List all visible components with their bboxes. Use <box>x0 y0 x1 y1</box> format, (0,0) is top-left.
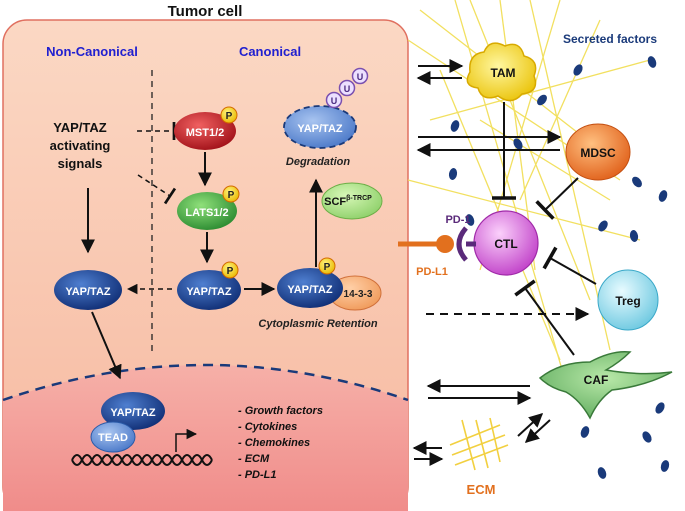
yap-retained-label: YAP/TAZ <box>287 284 333 296</box>
treg-label: Treg <box>615 294 640 308</box>
yap-retained-phospho-label: P <box>324 262 331 273</box>
scf-label: SCFβ-TRCP <box>324 195 372 208</box>
yap-left-node <box>54 270 122 310</box>
lats-label: LATS1/2 <box>185 207 228 219</box>
caf-to-ecm-edge <box>524 419 551 443</box>
mdsc-inhibit-ctl-edge <box>535 177 579 220</box>
mst-phospho-label: P <box>226 111 233 122</box>
cytoplasmic-retention-label: Cytoplasmic Retention <box>258 318 377 330</box>
mdsc-label: MDSC <box>580 146 616 160</box>
scf-base: SCF <box>324 196 346 208</box>
yap-center-phospho-badge <box>221 261 239 279</box>
caf-label: CAF <box>584 373 609 387</box>
yap-nucleus-label: YAP/TAZ <box>110 407 156 419</box>
ecm-to-caf-edge <box>517 413 544 437</box>
yap-degraded-label: YAP/TAZ <box>297 123 343 135</box>
ubiquitin-label-1: U <box>331 96 338 106</box>
dna-helix <box>71 454 213 466</box>
mst-phospho-badge <box>220 106 238 124</box>
pdl1-receptor-head <box>436 235 454 253</box>
pd1-receptor <box>456 226 468 262</box>
mst-node <box>174 112 236 150</box>
output-chemokines: - Chemokines <box>238 437 310 449</box>
yap-degraded-node <box>283 105 357 149</box>
ctl-label: CTL <box>494 237 517 251</box>
signals-line-1: YAP/TAZ <box>53 120 107 135</box>
yap-center-label: YAP/TAZ <box>186 286 232 298</box>
caf-inhibit-ctl-edge <box>514 279 575 356</box>
signals-line-3: signals <box>58 156 103 171</box>
pd1-label: PD-1 <box>445 214 470 226</box>
tam-label: TAM <box>490 66 515 80</box>
protein-1433-label: 14-3-3 <box>344 289 373 300</box>
mst-label: MST1/2 <box>186 127 225 139</box>
tead-label: TEAD <box>98 432 128 444</box>
section-label-canonical: Canonical <box>239 44 301 59</box>
yap-retained-phospho-badge <box>318 257 336 275</box>
output-growth-factors: - Growth factors <box>238 405 323 417</box>
ubiquitin-badge-1 <box>325 91 343 109</box>
output-cytokines: - Cytokines <box>238 421 297 433</box>
ecm-mesh <box>449 417 509 471</box>
lats-phospho-label: P <box>228 190 235 201</box>
secreted-factors-label: Secreted factors <box>563 32 657 46</box>
lats-node <box>177 192 237 230</box>
lats-phospho-badge <box>222 185 240 203</box>
yap-left-label: YAP/TAZ <box>65 286 111 298</box>
ubiquitin-label-3: U <box>357 72 364 82</box>
ubiquitin-label-2: U <box>344 84 351 94</box>
yap-center-node <box>177 270 241 310</box>
output-pd-l1: - PD-L1 <box>238 469 277 481</box>
scf-node <box>321 182 383 220</box>
yap-nucleus-node <box>101 392 165 430</box>
pdl1-label: PD-L1 <box>416 266 448 278</box>
mdsc-cell <box>565 123 631 181</box>
treg-cell <box>597 269 659 331</box>
nucleus-region <box>3 365 408 511</box>
ubiquitin-badge-3 <box>351 67 369 85</box>
tam-cell <box>466 42 537 102</box>
transcription-start-arrow <box>175 428 198 452</box>
caf-cell <box>538 350 673 420</box>
yap-retained-node <box>277 268 343 308</box>
title: Tumor cell <box>168 3 243 20</box>
section-label-non-canonical: Non-Canonical <box>46 44 138 59</box>
degradation-label: Degradation <box>286 156 350 168</box>
tead-node <box>90 421 136 453</box>
ecm-label: ECM <box>467 482 496 497</box>
ubiquitin-badge-2 <box>338 79 356 97</box>
scf-superscript: β-TRCP <box>346 195 372 202</box>
treg-inhibit-ctl-edge <box>542 246 597 285</box>
output-ecm: - ECM <box>238 453 270 465</box>
nuclear-envelope <box>2 363 409 402</box>
signals-inhibit-lats-edge <box>137 174 177 205</box>
signals-line-2: activating <box>50 138 111 153</box>
yap-to-nucleus-edge <box>91 311 122 380</box>
yap-center-phospho-label: P <box>227 266 234 277</box>
secreted-factor-particles <box>448 56 670 479</box>
